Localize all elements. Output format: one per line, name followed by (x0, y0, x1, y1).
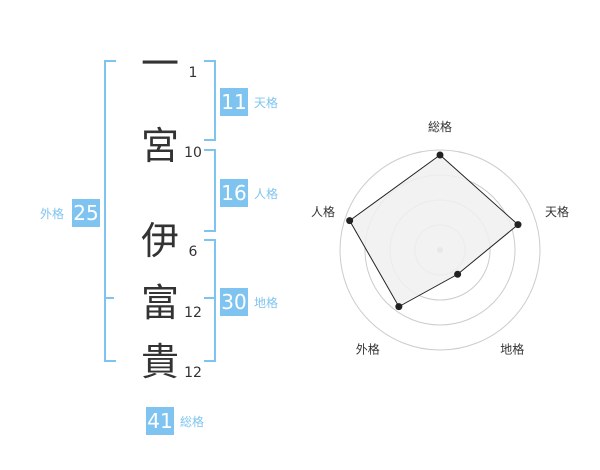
soukaku-label: 総格 (180, 415, 205, 429)
jinkaku-bracket (204, 149, 216, 232)
tenkaku-label: 天格 (254, 96, 279, 110)
radar-axis-label: 総格 (428, 119, 452, 134)
radar-axis-label: 天格 (545, 204, 569, 219)
radar-axis-label: 人格 (311, 204, 335, 219)
tenkaku-badge: 11 (220, 88, 248, 116)
stroke-count-4: 12 (184, 305, 202, 321)
radar-point (436, 151, 444, 159)
name-char-2: 宮 (140, 124, 179, 168)
stroke-count-1: 1 (188, 65, 198, 81)
radar-point (346, 217, 354, 225)
chikaku-badge: 30 (220, 288, 248, 316)
radar-area (348, 154, 519, 308)
radar-point (395, 303, 403, 311)
stroke-count-3: 6 (188, 244, 198, 260)
chikaku-label: 地格 (254, 296, 279, 310)
gaikaku-label: 外格 (40, 207, 65, 221)
name-char-1: 一 (140, 42, 179, 86)
radar-point (454, 270, 462, 278)
soukaku-badge: 41 (146, 407, 174, 435)
tenkaku-bracket (204, 60, 216, 141)
radar-axis-label: 地格 (500, 342, 524, 357)
gaikaku-badge: 25 (72, 199, 100, 227)
chikaku-bracket (204, 239, 216, 362)
jinkaku-badge: 16 (220, 179, 248, 207)
chikaku-bracket-tick (204, 297, 214, 299)
radar-points (346, 151, 522, 311)
name-char-4: 富 (140, 281, 179, 325)
stroke-count-2: 10 (184, 145, 202, 161)
radar-point (514, 221, 522, 229)
name-char-3: 伊 (140, 219, 179, 263)
gaikaku-bracket-tick (104, 297, 114, 299)
jinkaku-label: 人格 (254, 187, 279, 201)
radar-axis-label: 外格 (356, 342, 380, 357)
radar-ring (339, 149, 541, 351)
gaikaku-bracket (104, 60, 116, 362)
stroke-count-5: 12 (184, 365, 202, 381)
name-char-5: 貴 (140, 340, 179, 384)
